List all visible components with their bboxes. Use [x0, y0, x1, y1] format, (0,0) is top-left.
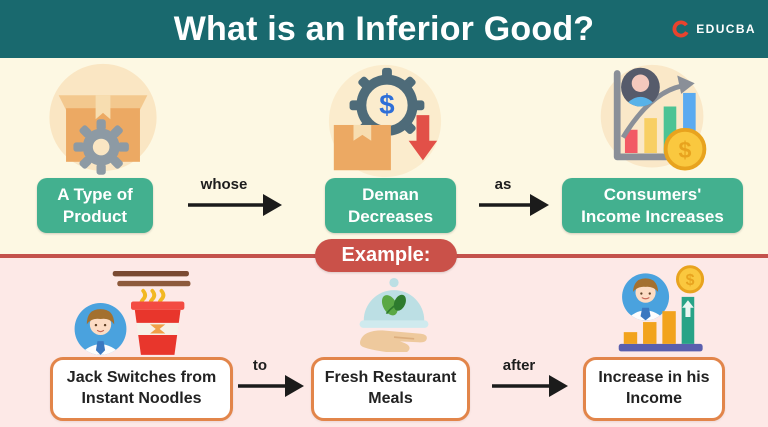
example-section: $ Jack Switches from Instant Noodles — [0, 257, 768, 427]
right-arrow-icon — [479, 194, 549, 216]
demand-decrease-icon: $ — [328, 64, 442, 178]
step-pill-line: Deman — [362, 185, 419, 205]
example-box-jack-switches: Jack Switches from Instant Noodles — [50, 357, 233, 421]
example-box-increase-in-income: Increase in his Income — [583, 357, 725, 421]
educba-e-icon — [672, 20, 690, 38]
connector-to: to — [236, 357, 304, 398]
step-pill-line: Consumers' — [603, 185, 702, 205]
step-pill-line: Decreases — [347, 206, 434, 226]
connector-whose: whose — [186, 176, 282, 217]
example-box-line: Fresh Restaurant — [324, 369, 457, 387]
connector-label: as — [494, 176, 512, 193]
connector-label: to — [252, 357, 268, 374]
example-badge: Example: — [315, 239, 457, 272]
right-arrow-icon — [492, 375, 568, 397]
step-pill-line: A Type of — [57, 185, 133, 205]
svg-text:$: $ — [379, 89, 394, 120]
income-growth-chart-icon: $ — [600, 64, 707, 171]
connector-after: after — [490, 357, 568, 398]
title-banner: What is an Inferior Good? EDUCBA — [0, 0, 768, 58]
example-box-line: Increase in his — [598, 369, 710, 387]
brand-name: EDUCBA — [696, 22, 756, 36]
step-pill-line: Product — [62, 206, 128, 226]
brand-logo[interactable]: EDUCBA — [671, 19, 756, 39]
right-arrow-icon — [238, 375, 304, 397]
step-pill-type-of-product: A Type of Product — [37, 178, 153, 233]
restaurant-meal-icon — [359, 277, 429, 353]
example-box-line: Income — [625, 390, 682, 407]
man-with-instant-noodles-icon — [74, 271, 191, 355]
right-arrow-icon — [188, 194, 282, 216]
connector-label: after — [502, 357, 536, 374]
svg-text:$: $ — [679, 137, 692, 163]
connector-label: whose — [200, 176, 248, 193]
example-box-line: Meals — [368, 390, 413, 407]
income-increase-icon: $ — [618, 265, 705, 352]
page-title: What is an Inferior Good? — [173, 9, 595, 48]
step-pill-line: Income Increases — [581, 206, 724, 226]
example-box-line: Jack Switches from — [66, 369, 217, 387]
product-box-icon — [49, 63, 157, 175]
svg-text:$: $ — [686, 272, 695, 289]
connector-as: as — [477, 176, 549, 217]
step-pill-consumers-income-increases: Consumers' Income Increases — [562, 178, 743, 233]
definition-section: $ $ A Type of Product — [0, 58, 768, 257]
example-box-fresh-restaurant-meals: Fresh Restaurant Meals — [311, 357, 470, 421]
step-pill-demand-decreases: Deman Decreases — [325, 178, 456, 233]
example-box-line: Instant Noodles — [81, 390, 202, 407]
